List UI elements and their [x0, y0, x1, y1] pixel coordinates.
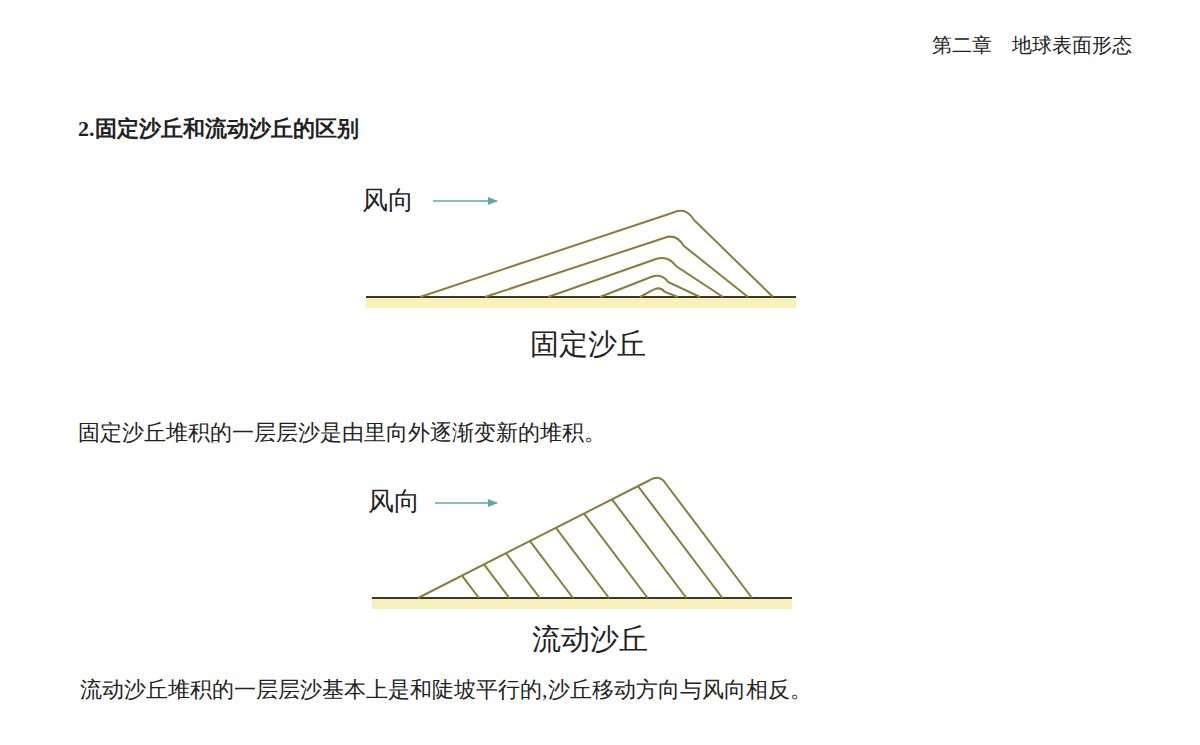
body-text: 流动沙丘堆积的一层层沙基本上是和陡坡平行的,沙丘移动方向与风向相反。: [80, 675, 812, 705]
wind-label: 风向: [368, 484, 420, 519]
section-heading: 2.固定沙丘和流动沙丘的区别: [78, 114, 359, 144]
ground-band: [372, 599, 792, 609]
bedding-line: [530, 541, 573, 598]
bedding-line: [638, 486, 722, 598]
page-header: 第二章 地球表面形态: [932, 32, 1132, 59]
bedding-line: [584, 514, 648, 598]
moving-dune: [418, 478, 752, 598]
ground-band: [366, 298, 796, 308]
bedding-line: [462, 576, 479, 598]
wind-label: 风向: [362, 183, 414, 218]
wind-arrow: [435, 502, 497, 504]
bedding-line: [556, 528, 609, 598]
ground-line: [366, 296, 796, 298]
bedding-line: [612, 499, 686, 598]
figure-caption: 固定沙丘: [530, 325, 646, 365]
bedding-line: [506, 553, 540, 598]
fixed-dune: [420, 211, 773, 297]
bedding-line: [484, 564, 509, 598]
wind-arrow: [433, 200, 497, 202]
figure-caption: 流动沙丘: [532, 620, 648, 660]
body-text: 固定沙丘堆积的一层层沙是由里向外逐渐变新的堆积。: [78, 418, 606, 448]
ground-line: [372, 597, 792, 599]
